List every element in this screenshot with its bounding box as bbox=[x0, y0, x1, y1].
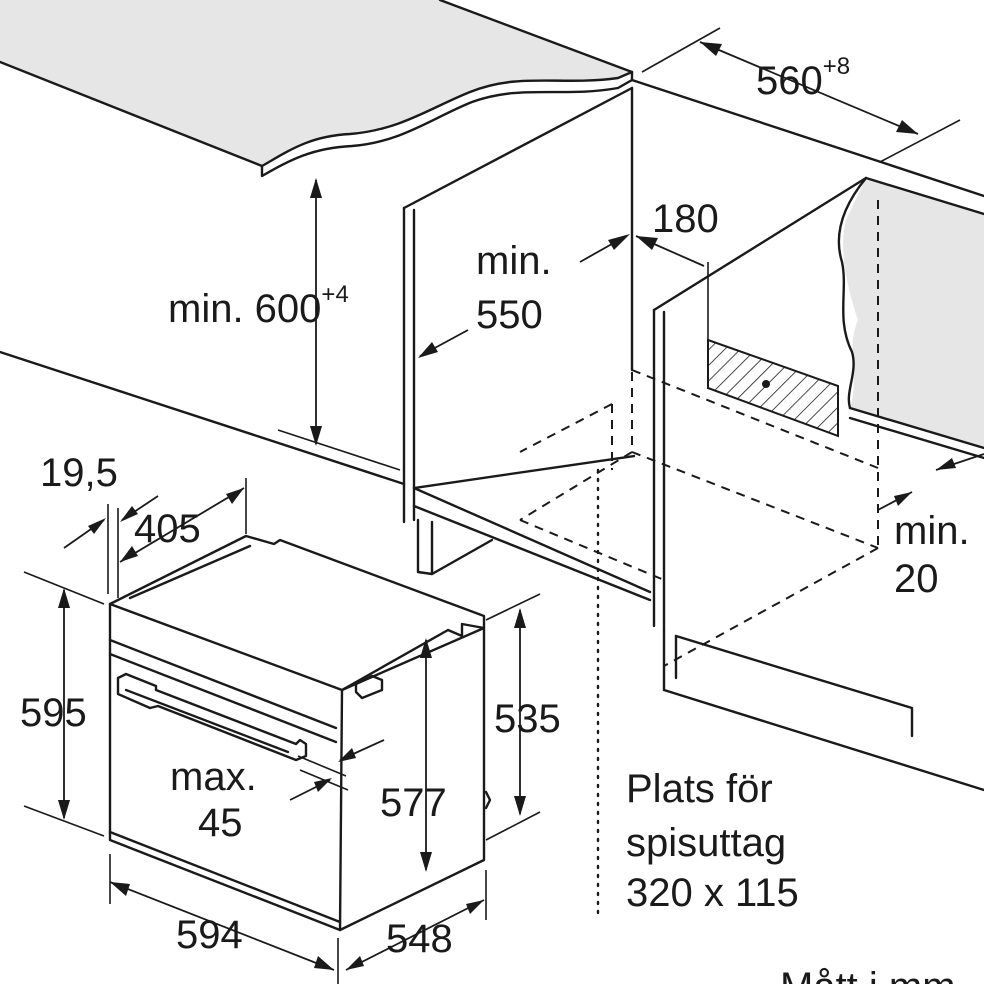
label-535: 535 bbox=[494, 697, 561, 741]
units-note: Mått i mm bbox=[780, 965, 956, 984]
label-560: 560+8 bbox=[756, 53, 850, 103]
label-577: 577 bbox=[380, 781, 447, 825]
label-595: 595 bbox=[20, 691, 87, 735]
label-min-550-a: min. bbox=[476, 239, 552, 283]
socket-note-line3: 320 x 115 bbox=[626, 871, 799, 915]
label-180: 180 bbox=[652, 197, 719, 241]
label-min-20-a: min. bbox=[894, 509, 970, 553]
right-wall bbox=[837, 176, 984, 460]
oven bbox=[108, 534, 492, 932]
label-45: 45 bbox=[198, 801, 243, 845]
socket-note-line1: Plats för bbox=[626, 767, 773, 811]
socket-note-line2: spisuttag bbox=[626, 821, 786, 865]
label-max: max. bbox=[170, 755, 257, 799]
dimension-lines bbox=[23, 41, 984, 984]
label-548: 548 bbox=[386, 917, 453, 961]
label-550: 550 bbox=[476, 293, 543, 337]
labels: 560+8 180 min. 550 min. 600+4 19,5 405 m… bbox=[20, 53, 970, 984]
cabinet bbox=[0, 27, 984, 792]
socket-area bbox=[707, 262, 839, 438]
label-min-600: min. 600+4 bbox=[168, 281, 349, 331]
worktop bbox=[0, 0, 634, 178]
label-19-5: 19,5 bbox=[40, 451, 118, 495]
label-594: 594 bbox=[176, 913, 243, 957]
hidden-lines bbox=[519, 200, 879, 667]
label-405: 405 bbox=[134, 507, 201, 551]
label-20: 20 bbox=[894, 557, 939, 601]
